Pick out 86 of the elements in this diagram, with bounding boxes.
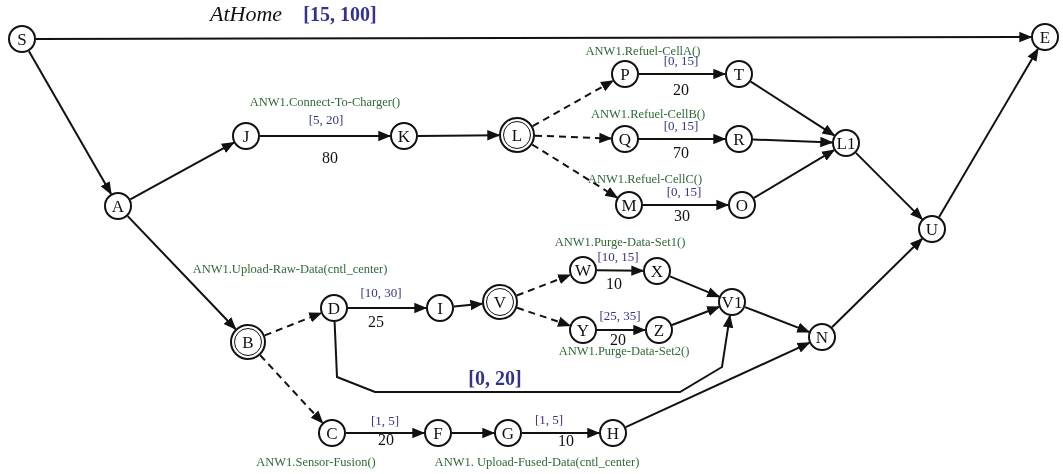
arrow <box>749 80 836 137</box>
arrow <box>938 47 1039 218</box>
arrow <box>534 132 613 144</box>
activity-name: ANW1.Upload-Raw-Data(cntl_center) <box>192 263 388 277</box>
circle-node: N <box>808 323 836 351</box>
double-circle-node: B <box>230 324 266 360</box>
circle-node: Z <box>645 316 673 344</box>
edge-label: [1, 5] <box>370 413 400 429</box>
activity-name: ANW1.Purge-Data-Set1() <box>554 236 686 250</box>
circle-node: T <box>725 60 753 88</box>
edge-label: [10, 30] <box>360 285 402 301</box>
circle-node: P <box>611 60 639 88</box>
arrow <box>642 199 730 211</box>
duration-label: 20 <box>673 81 689 99</box>
circle-node: O <box>728 191 756 219</box>
circle-node: U <box>918 215 946 243</box>
arrow <box>417 130 501 141</box>
arrow <box>744 306 811 333</box>
arrow <box>516 306 571 327</box>
arrow <box>596 265 645 276</box>
arrow <box>638 68 727 80</box>
duration-label: 70 <box>673 144 689 162</box>
circle-node: C <box>318 419 346 447</box>
arrow <box>259 354 324 424</box>
circle-node: F <box>424 419 452 447</box>
arrow <box>753 149 836 199</box>
circle-node: L1 <box>832 129 860 157</box>
duration-label: 10 <box>606 275 622 293</box>
arrow <box>259 130 392 142</box>
arrow <box>638 133 727 145</box>
duration-label: 20 <box>378 431 394 449</box>
arrow <box>831 237 923 329</box>
circle-node: E <box>1031 23 1059 51</box>
circle-node: X <box>643 257 671 285</box>
arrow <box>752 136 834 148</box>
arrow <box>521 427 601 439</box>
arrow <box>263 312 323 337</box>
arrow <box>129 141 235 201</box>
circle-node: K <box>390 122 418 150</box>
activity-name: ANW1.Connect-To-Charger() <box>249 96 401 110</box>
arrow <box>126 215 237 330</box>
circle-node: W <box>569 256 597 284</box>
edge-label: [1, 5] <box>534 412 564 428</box>
activity-name: ANW1.Refuel-CellC() <box>587 173 703 187</box>
edge-label: [25, 35] <box>599 308 641 324</box>
circle-node: I <box>426 294 454 322</box>
arrow <box>854 151 924 221</box>
circle-node: H <box>599 419 627 447</box>
circle-node: D <box>320 294 348 322</box>
arrow <box>531 79 614 128</box>
arrow <box>515 274 572 297</box>
arrow <box>668 275 721 298</box>
circle-node: G <box>494 419 522 447</box>
circle-node: R <box>725 125 753 153</box>
circle-node: S <box>8 25 36 53</box>
arrow <box>596 324 647 336</box>
activity-name: ANW1. Upload-Fused-Data(cntl_center) <box>434 456 640 470</box>
circle-node: Y <box>569 316 597 344</box>
arrow <box>345 427 426 439</box>
duration-label: 30 <box>674 207 690 225</box>
arrow <box>451 427 496 439</box>
arrow <box>35 31 1033 43</box>
circle-node: V1 <box>718 288 746 316</box>
duration-label: 10 <box>558 432 574 450</box>
edge-label: [10, 15] <box>597 249 639 265</box>
arrow <box>28 50 112 195</box>
duration-label: 80 <box>322 149 338 167</box>
arrow <box>333 314 734 393</box>
edge-label: [0, 15] <box>666 184 702 200</box>
arrow <box>531 143 619 199</box>
circle-node: A <box>104 192 132 220</box>
activity-name: ANW1.Sensor-Fusion() <box>256 456 376 470</box>
task-name: AtHome <box>209 1 283 27</box>
circle-node: Q <box>611 125 639 153</box>
double-circle-node: V <box>482 284 518 320</box>
arrow <box>347 302 428 314</box>
arrow <box>624 341 811 429</box>
double-circle-node: L <box>499 117 535 153</box>
edge-label: [0, 20] <box>468 367 522 389</box>
arrow <box>452 299 484 311</box>
edge-label: [5, 20] <box>308 112 344 128</box>
edge-label: [15, 100] <box>303 3 377 25</box>
circle-node: J <box>232 122 260 150</box>
duration-label: 25 <box>368 313 384 331</box>
arrow <box>671 306 721 326</box>
circle-node: M <box>615 191 643 219</box>
